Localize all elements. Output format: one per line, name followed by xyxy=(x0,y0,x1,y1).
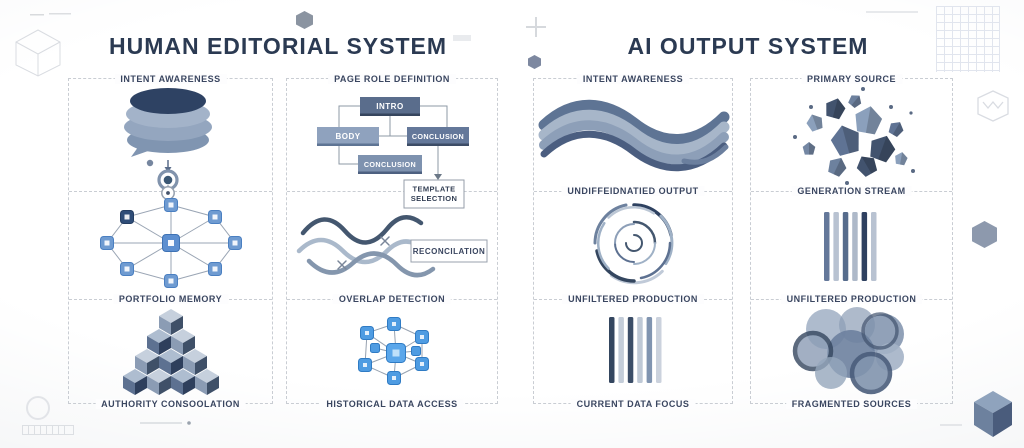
panel-label: UNFILTERED PRODUCTION xyxy=(562,294,704,304)
panel-column-ai-2: PRIMARY SOURCE GENERATION STREAM UNFILTE… xyxy=(750,74,953,409)
panel-label: OVERLAP DETECTION xyxy=(332,294,452,304)
portfolio-network-icon xyxy=(100,198,242,288)
panel-label: CURRENT DATA FOCUS xyxy=(570,399,696,409)
panel-divider xyxy=(287,191,497,192)
human-editorial-system-title: HUMAN EDITORIAL SYSTEM xyxy=(108,33,448,59)
panel-label: AUTHORITY CONSOOLATION xyxy=(95,399,246,409)
bottom-right-line-decoration xyxy=(940,424,962,426)
top-left-lines-decoration xyxy=(30,13,71,16)
current-data-bars-icon xyxy=(609,317,662,383)
bubble-cluster-icon xyxy=(792,307,904,395)
ai-output-system-title: AI OUTPUT SYSTEM xyxy=(627,33,869,59)
panel-label: UNFILTERED PRODUCTION xyxy=(780,294,923,304)
flow-box-intro: INTRO xyxy=(376,102,403,111)
panel-column-ai-1: INTENT AWARENESS UNDIFFEIDNATIED OUTPUT … xyxy=(533,74,733,409)
grid-strip-decoration xyxy=(22,425,74,435)
flow-box-conclusion-bottom: CONCLUSION xyxy=(364,160,416,169)
cube-pyramid-icon xyxy=(123,309,219,395)
top-right-line-decoration xyxy=(866,11,918,13)
reconcilation-box-label: RECONCILATION xyxy=(413,247,486,256)
small-bar-decoration xyxy=(453,35,471,41)
panel-label: UNDIFFEIDNATIED OUTPUT xyxy=(561,186,705,196)
page-role-flowchart: INTRO BODY CONCLUSION CONCLUSION TEMPLAT… xyxy=(317,97,469,209)
panel-label: PRIMARY SOURCE xyxy=(800,74,903,84)
dash-dot-decoration xyxy=(140,421,191,425)
panel-label: INTENT AWARENESS xyxy=(114,74,227,84)
panel-label: HISTORICAL DATA ACCESS xyxy=(320,399,464,409)
panel-label: GENERATION STREAM xyxy=(791,186,912,196)
circle-outline-decoration xyxy=(26,396,50,420)
panel-label: PAGE ROLE DEFINITION xyxy=(328,74,456,84)
panel-column-human-1: INTENT AWARENESS PORTFOLIO MEMORY AUTHOR… xyxy=(68,74,273,409)
flow-box-template-line1: TEMPLATE xyxy=(412,185,455,194)
hexagon-icon xyxy=(296,11,313,29)
panel-label: FRAGMENTED SOURCES xyxy=(785,399,918,409)
scattered-polygons-icon xyxy=(793,87,915,185)
flow-box-conclusion-right: CONCLUSION xyxy=(412,132,464,141)
generation-stream-bars-icon xyxy=(824,212,877,281)
wave-ribbon-icon xyxy=(538,99,730,172)
panel-label: PORTFOLIO MEMORY xyxy=(112,294,229,304)
panel-column-human-2: PAGE ROLE DEFINITION OVERLAP DETECTION H… xyxy=(286,74,498,409)
hexagon-solid-icon xyxy=(972,221,997,248)
plus-icon xyxy=(526,17,546,37)
wireframe-cube-icon xyxy=(15,29,61,77)
flow-box-body: BODY xyxy=(335,132,360,141)
hexagon-dot-icon xyxy=(528,55,541,69)
overlap-waves-icon: RECONCILATION xyxy=(296,215,488,278)
intent-stack-icon xyxy=(124,88,212,200)
panel-label: INTENT AWARENESS xyxy=(576,74,690,84)
grid-pattern-decoration xyxy=(936,6,1000,72)
outline-box-icon xyxy=(977,90,1009,122)
isometric-hexagon-icon xyxy=(974,391,1012,437)
vortex-spiral-icon xyxy=(593,203,674,285)
flow-box-template-line2: SELECTION xyxy=(411,194,458,203)
historical-data-network-icon xyxy=(358,317,429,385)
